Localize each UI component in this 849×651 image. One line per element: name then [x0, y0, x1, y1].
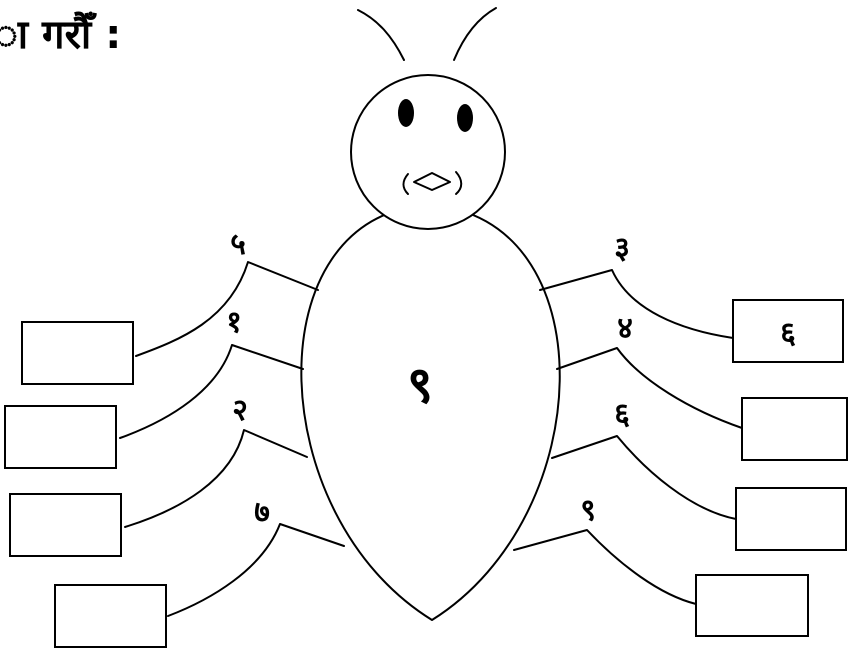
left-answer-box-2[interactable]	[4, 405, 117, 469]
left-antenna	[357, 9, 405, 61]
nose-icon	[413, 172, 451, 191]
right-eye	[457, 104, 473, 132]
insect-head	[350, 74, 506, 230]
heading: ा गरौँ :	[0, 11, 121, 58]
left-leg-2	[119, 344, 304, 439]
right-answer-box-3[interactable]	[735, 487, 847, 551]
right-leg-2-number: ४	[617, 311, 633, 346]
right-leg-1	[539, 269, 734, 339]
left-answer-box-1[interactable]	[21, 321, 134, 385]
left-answer-box-3[interactable]	[9, 493, 122, 557]
left-answer-box-4[interactable]	[54, 584, 167, 648]
left-eye	[398, 99, 414, 127]
right-paren	[455, 171, 463, 195]
right-leg-2	[556, 347, 743, 429]
left-paren	[402, 173, 409, 195]
left-leg-4-number: ७	[254, 495, 270, 530]
left-leg-1-number: ५	[230, 227, 246, 262]
right-answer-box-4[interactable]	[695, 574, 809, 637]
right-leg-1-number: ३	[614, 231, 630, 266]
right-leg-4	[513, 529, 697, 605]
insect-body	[300, 204, 561, 621]
right-leg-3	[551, 435, 737, 520]
left-leg-4	[167, 523, 345, 617]
right-answer-box-1[interactable]	[732, 299, 844, 363]
right-answer-1: ६	[780, 316, 796, 351]
left-leg-1	[135, 261, 319, 357]
body-number: ९	[407, 356, 433, 414]
left-leg-2-number: १	[226, 305, 242, 340]
right-answer-box-2[interactable]	[741, 397, 848, 461]
left-leg-3	[124, 429, 308, 528]
left-leg-3-number: २	[232, 393, 248, 428]
right-leg-3-number: ६	[614, 397, 630, 432]
right-antenna	[453, 7, 497, 61]
right-leg-4-number: ९	[580, 493, 596, 528]
